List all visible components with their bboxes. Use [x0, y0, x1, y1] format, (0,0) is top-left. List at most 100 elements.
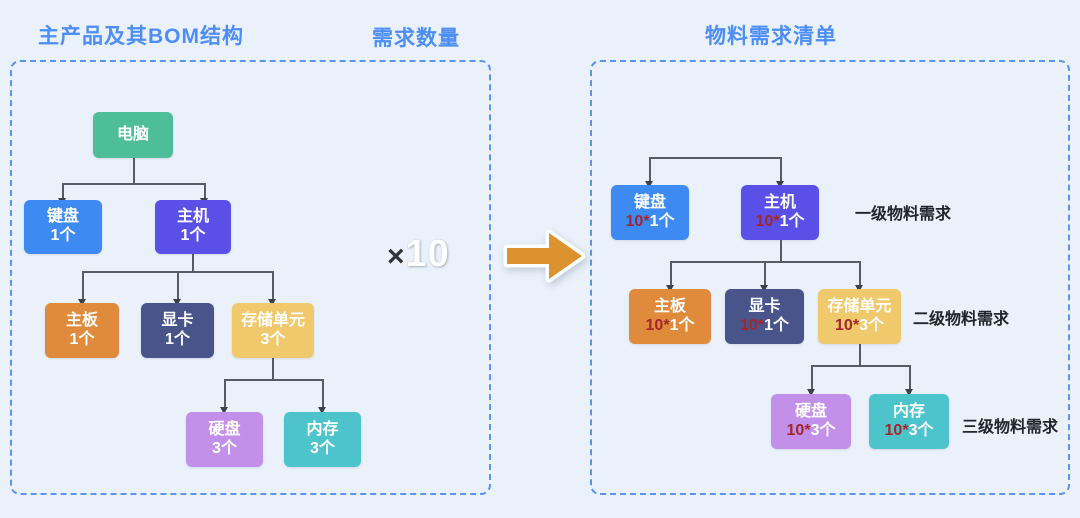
- connector-line: [811, 365, 910, 367]
- arrow-head-icon: [268, 299, 276, 306]
- connector-line: [224, 379, 226, 409]
- arrow-head-icon: [807, 389, 815, 396]
- node-unit: 1个: [649, 212, 675, 230]
- node-memory[interactable]: 内存 3个: [284, 412, 361, 467]
- connector-line: [780, 157, 782, 183]
- node-label: 内存: [306, 420, 339, 438]
- node-multiplier: 10*: [884, 421, 909, 439]
- node-harddisk[interactable]: 硬盘 3个: [186, 412, 263, 467]
- arrow-head-icon: [173, 299, 181, 306]
- node-qty: 1个: [180, 227, 206, 244]
- arrow-head-icon: [855, 285, 863, 292]
- connector-line: [192, 254, 194, 272]
- arrow-head-icon: [78, 299, 86, 306]
- node-keyboard-demand[interactable]: 键盘 10*1个: [611, 185, 689, 240]
- node-label: 显卡: [748, 297, 781, 315]
- connector-line: [82, 271, 84, 301]
- node-label: 键盘: [633, 193, 666, 211]
- arrow-head-icon: [760, 285, 768, 292]
- node-storage-unit[interactable]: 存储单元 3个: [232, 303, 314, 358]
- connector-line: [272, 358, 274, 380]
- node-multiplier: 10*: [645, 316, 670, 334]
- node-qty: 10*1个: [646, 317, 695, 336]
- connector-line: [177, 271, 179, 301]
- connector-line: [859, 261, 861, 287]
- node-label: 主板: [65, 311, 98, 329]
- node-label: 电脑: [116, 125, 149, 143]
- node-label: 存储单元: [240, 311, 305, 329]
- right-arrow-icon: [503, 229, 586, 283]
- node-host-demand[interactable]: 主机 10*1个: [741, 185, 819, 240]
- node-graphics-card[interactable]: 显卡 1个: [141, 303, 214, 358]
- node-qty: 10*3个: [885, 422, 934, 441]
- node-harddisk-demand[interactable]: 硬盘 10*3个: [771, 394, 851, 449]
- node-label: 内存: [892, 402, 925, 420]
- node-multiplier: 10*: [625, 212, 650, 230]
- node-mainboard[interactable]: 主板 1个: [45, 303, 119, 358]
- arrow-head-icon: [905, 389, 913, 396]
- multiply-sign: ×: [387, 240, 406, 273]
- node-label: 主机: [176, 208, 209, 226]
- node-qty: 3个: [310, 439, 335, 457]
- node-qty: 1个: [69, 330, 95, 348]
- connector-line: [224, 379, 323, 381]
- node-unit: 3个: [810, 421, 836, 439]
- node-qty: 10*1个: [740, 317, 789, 336]
- node-computer[interactable]: 电脑: [93, 112, 173, 158]
- node-keyboard[interactable]: 键盘 1个: [24, 200, 102, 254]
- node-label: 硬盘: [208, 420, 241, 438]
- node-graphics-card-demand[interactable]: 显卡 10*1个: [725, 289, 804, 344]
- connector-line: [62, 183, 64, 200]
- connector-line: [133, 158, 135, 184]
- node-qty: 10*3个: [787, 422, 836, 441]
- node-label: 主板: [653, 297, 686, 315]
- connector-line: [272, 271, 274, 301]
- node-unit: 3个: [859, 316, 884, 334]
- left-panel-title: 主产品及其BOM结构: [38, 25, 244, 48]
- arrow-head-icon: [318, 407, 326, 414]
- node-label: 键盘: [46, 208, 79, 226]
- node-mainboard-demand[interactable]: 主板 10*1个: [629, 289, 711, 344]
- node-unit: 1个: [669, 316, 695, 334]
- connector-line: [670, 261, 672, 287]
- connector-line: [859, 344, 861, 366]
- connector-line: [649, 157, 781, 159]
- node-storage-unit-demand[interactable]: 存储单元 10*3个: [818, 289, 901, 344]
- level-label-1: 一级物料需求: [855, 206, 952, 223]
- connector-line: [780, 240, 782, 262]
- multiplier-label: ×10: [387, 233, 450, 276]
- node-host[interactable]: 主机 1个: [155, 200, 231, 254]
- node-label: 硬盘: [794, 402, 827, 420]
- node-label: 存储单元: [827, 297, 892, 315]
- node-qty: 3个: [260, 330, 286, 348]
- node-qty: 10*1个: [626, 213, 675, 232]
- connector-line: [62, 183, 205, 185]
- node-unit: 1个: [779, 212, 805, 230]
- node-label: 主机: [763, 193, 796, 211]
- middle-title: 需求数量: [372, 27, 460, 50]
- level-label-2: 二级物料需求: [913, 311, 1010, 328]
- node-memory-demand[interactable]: 内存 10*3个: [869, 394, 949, 449]
- node-qty: 10*1个: [756, 213, 805, 232]
- node-label: 显卡: [161, 311, 194, 329]
- node-qty: 1个: [50, 227, 76, 244]
- node-multiplier: 10*: [740, 316, 765, 334]
- node-qty: 10*3个: [835, 317, 884, 336]
- arrow-head-icon: [776, 181, 784, 188]
- node-qty: 1个: [165, 330, 190, 348]
- connector-line: [322, 379, 324, 409]
- connector-line: [909, 365, 911, 391]
- level-label-3: 三级物料需求: [962, 419, 1059, 436]
- arrow-head-icon: [666, 285, 674, 292]
- node-unit: 3个: [908, 421, 934, 439]
- node-multiplier: 10*: [835, 316, 860, 334]
- connector-line: [811, 365, 813, 391]
- node-qty: 3个: [212, 439, 237, 457]
- node-unit: 1个: [764, 316, 789, 334]
- right-panel-title: 物料需求清单: [705, 25, 837, 48]
- connector-line: [204, 183, 206, 200]
- node-multiplier: 10*: [786, 421, 811, 439]
- arrow-head-icon: [645, 181, 653, 188]
- connector-line: [649, 157, 651, 183]
